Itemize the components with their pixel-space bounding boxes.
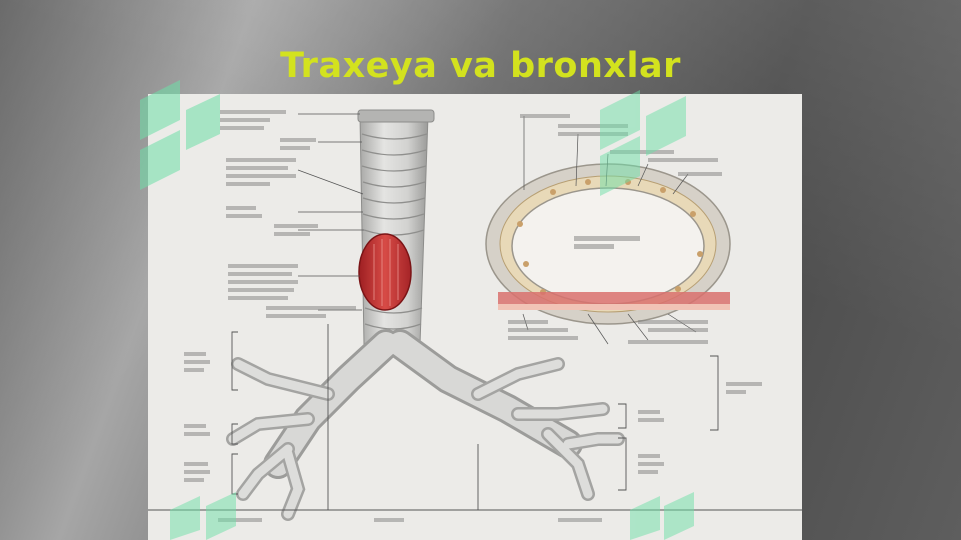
anatomy-figure	[148, 94, 802, 540]
trachea-bronchi-illustration	[148, 109, 802, 522]
bracket-label-placeholders	[184, 352, 762, 522]
bronchial-tree	[226, 329, 625, 521]
trachea	[357, 109, 435, 345]
slide-title: Traxeya va bronxlar	[280, 46, 681, 86]
label-placeholders	[220, 110, 722, 344]
